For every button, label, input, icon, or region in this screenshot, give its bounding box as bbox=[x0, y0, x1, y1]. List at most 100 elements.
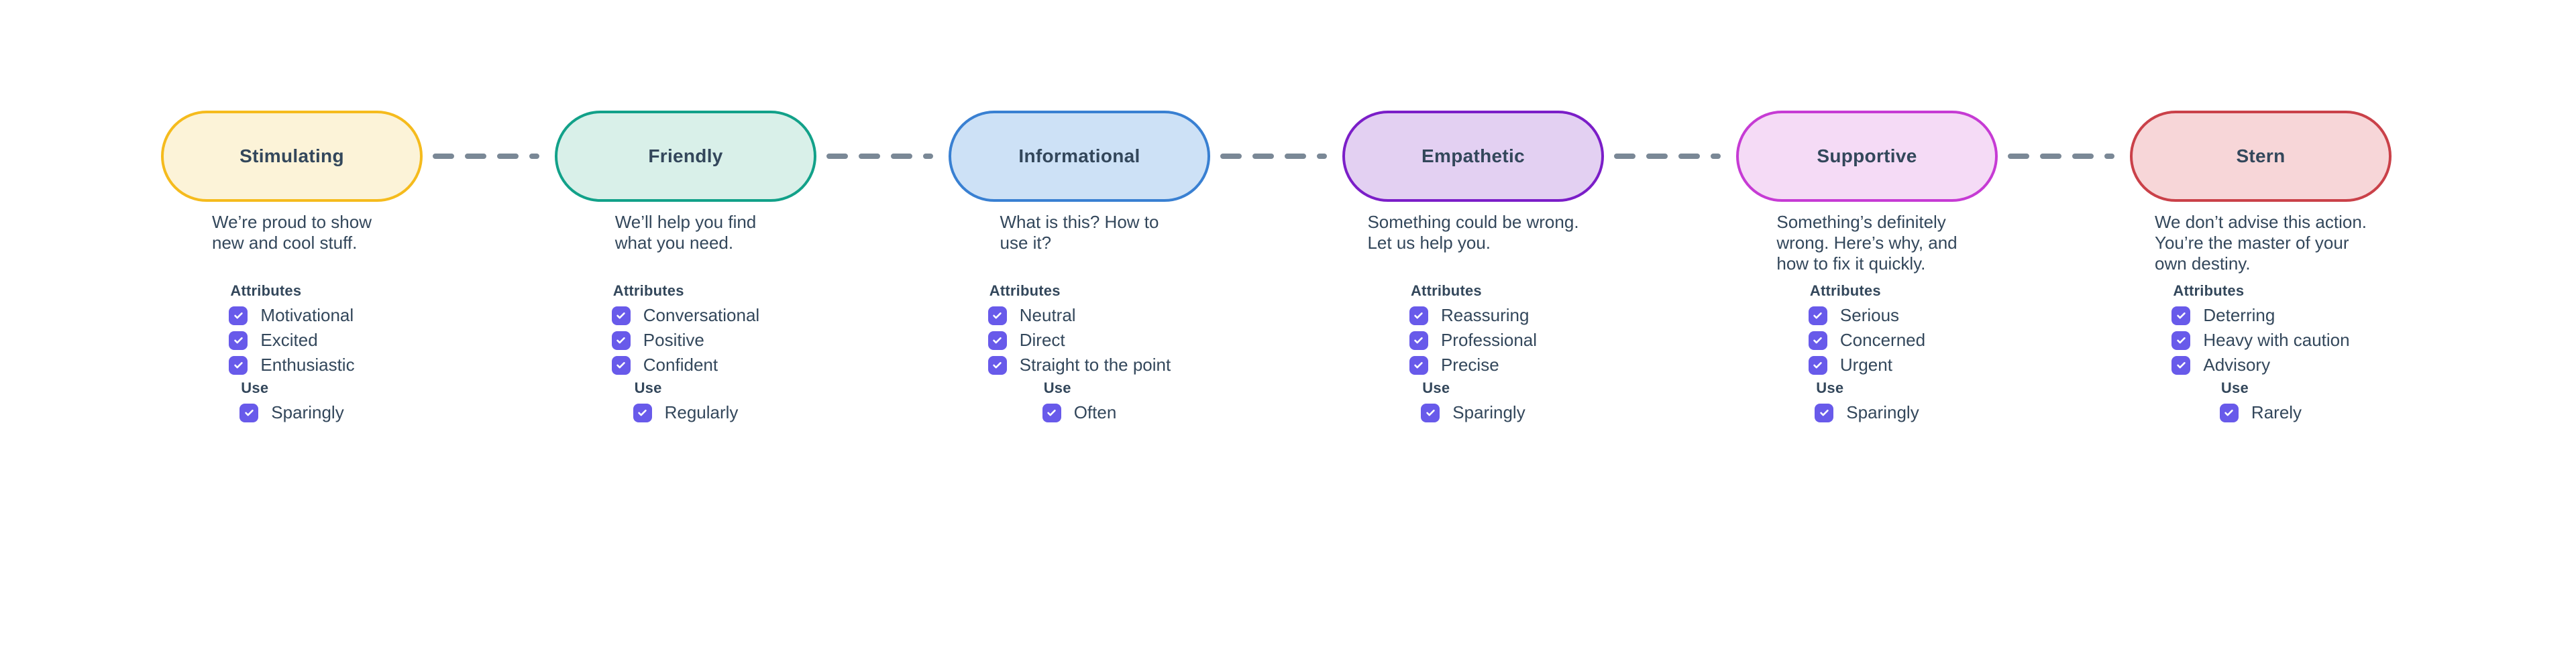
use-value-label: Regularly bbox=[664, 402, 739, 422]
checkbox-checked-icon[interactable] bbox=[239, 403, 259, 422]
tone-node: Empathetic bbox=[1342, 111, 1604, 202]
checkbox-checked-icon[interactable] bbox=[229, 355, 248, 375]
tone-node-label: Empathetic bbox=[1421, 145, 1525, 166]
attributes-section: Attributes Conversational Positive Confi… bbox=[555, 282, 816, 375]
tone-column: Stimulating We’re proud to show new and … bbox=[161, 111, 555, 426]
tone-description: We don’t advise this action. You’re the … bbox=[2154, 212, 2367, 274]
attribute-row: Direct bbox=[987, 330, 1171, 351]
attribute-label: Concerned bbox=[1839, 330, 1926, 350]
checkbox-checked-icon[interactable] bbox=[229, 331, 248, 350]
checkbox-checked-icon[interactable] bbox=[2219, 403, 2239, 422]
attribute-row: Straight to the point bbox=[987, 355, 1171, 375]
attributes-label: Attributes bbox=[612, 282, 684, 299]
use-value-label: Rarely bbox=[2251, 402, 2302, 422]
use-label: Use bbox=[241, 379, 269, 396]
tone-node: Supportive bbox=[1736, 111, 1998, 202]
checkbox-checked-icon[interactable] bbox=[611, 306, 631, 325]
checkbox-checked-icon[interactable] bbox=[633, 403, 652, 422]
attribute-label: Neutral bbox=[1019, 305, 1076, 325]
checkbox-checked-icon[interactable] bbox=[229, 306, 248, 325]
use-label: Use bbox=[1043, 379, 1071, 396]
use-section: Use Sparingly bbox=[1342, 379, 1604, 423]
use-row: Rarely bbox=[2219, 402, 2302, 423]
checkbox-checked-icon[interactable] bbox=[1808, 355, 1827, 375]
attributes-label: Attributes bbox=[1410, 282, 1482, 299]
connector-dashed-line bbox=[1220, 154, 1327, 159]
checkbox-checked-icon[interactable] bbox=[1808, 331, 1827, 350]
checkbox-checked-icon[interactable] bbox=[1409, 306, 1428, 325]
tone-description: What is this? How to use it? bbox=[1000, 212, 1159, 253]
checkbox-checked-icon[interactable] bbox=[2171, 306, 2191, 325]
use-row: Sparingly bbox=[239, 402, 344, 423]
checkbox-checked-icon[interactable] bbox=[1808, 306, 1827, 325]
attribute-label: Enthusiastic bbox=[260, 355, 355, 375]
tone-description: Something’s definitely wrong. Here’s why… bbox=[1776, 212, 1957, 274]
checkbox-checked-icon[interactable] bbox=[987, 355, 1007, 375]
attribute-label: Advisory bbox=[2203, 355, 2271, 375]
attribute-row: Motivational bbox=[229, 305, 354, 326]
checkbox-checked-icon[interactable] bbox=[2171, 355, 2191, 375]
use-row: Often bbox=[1042, 402, 1116, 423]
tone-description-wrap: Something’s definitely wrong. Here’s why… bbox=[1736, 212, 1998, 274]
use-value-label: Sparingly bbox=[1452, 402, 1525, 422]
checkbox-checked-icon[interactable] bbox=[611, 355, 631, 375]
tone-description-wrap: Something could be wrong. Let us help yo… bbox=[1342, 212, 1604, 253]
attribute-row: Conversational bbox=[611, 305, 759, 326]
tone-node: Informational bbox=[949, 111, 1210, 202]
attribute-label: Urgent bbox=[1839, 355, 1892, 375]
tone-node-label: Stimulating bbox=[239, 145, 344, 166]
checkbox-checked-icon[interactable] bbox=[1409, 355, 1428, 375]
connector-dashed-line bbox=[433, 154, 539, 159]
attribute-label: Deterring bbox=[2203, 305, 2275, 325]
tone-column: Empathetic Something could be wrong. Let… bbox=[1342, 111, 1736, 426]
attributes-label: Attributes bbox=[989, 282, 1061, 299]
tone-description-wrap: We’ll help you find what you need. bbox=[555, 212, 816, 253]
tone-description-wrap: We don’t advise this action. You’re the … bbox=[2130, 212, 2392, 274]
attribute-row: Confident bbox=[611, 355, 759, 375]
use-section: Use Rarely bbox=[2130, 379, 2392, 423]
use-row: Sparingly bbox=[1815, 402, 1919, 423]
tone-node-label: Friendly bbox=[648, 145, 723, 166]
checkbox-checked-icon[interactable] bbox=[1421, 403, 1440, 422]
checkbox-checked-icon[interactable] bbox=[987, 306, 1007, 325]
checkbox-checked-icon[interactable] bbox=[1042, 403, 1061, 422]
use-value-label: Sparingly bbox=[271, 402, 344, 422]
checkbox-checked-icon[interactable] bbox=[2171, 331, 2191, 350]
tone-column: Informational What is this? How to use i… bbox=[949, 111, 1342, 426]
attribute-label: Precise bbox=[1440, 355, 1499, 375]
attribute-row: Advisory bbox=[2171, 355, 2349, 375]
attribute-label: Heavy with caution bbox=[2203, 330, 2350, 350]
attribute-label: Reassuring bbox=[1440, 305, 1529, 325]
tone-description: We’ll help you find what you need. bbox=[614, 212, 757, 253]
attributes-label: Attributes bbox=[230, 282, 302, 299]
attributes-section: Attributes Motivational Excited Enthusia… bbox=[161, 282, 423, 375]
attribute-label: Confident bbox=[643, 355, 718, 375]
attribute-row: Deterring bbox=[2171, 305, 2349, 326]
connector-dashed-line bbox=[2008, 154, 2114, 159]
attribute-label: Straight to the point bbox=[1019, 355, 1171, 375]
checkbox-checked-icon[interactable] bbox=[1815, 403, 1834, 422]
attribute-row: Heavy with caution bbox=[2171, 330, 2350, 351]
use-value-label: Sparingly bbox=[1846, 402, 1919, 422]
attributes-label: Attributes bbox=[2173, 282, 2245, 299]
use-section: Use Regularly bbox=[555, 379, 816, 423]
tone-node-label: Informational bbox=[1018, 145, 1140, 166]
attribute-row: Enthusiastic bbox=[229, 355, 355, 375]
checkbox-checked-icon[interactable] bbox=[987, 331, 1007, 350]
checkbox-checked-icon[interactable] bbox=[1409, 331, 1428, 350]
tone-node-label: Supportive bbox=[1817, 145, 1917, 166]
attributes-section: Attributes Neutral Direct Straight to th… bbox=[949, 282, 1210, 375]
tone-description-wrap: What is this? How to use it? bbox=[949, 212, 1210, 253]
attribute-row: Excited bbox=[229, 330, 354, 351]
use-label: Use bbox=[2220, 379, 2249, 396]
checkbox-checked-icon[interactable] bbox=[611, 331, 631, 350]
use-label: Use bbox=[1816, 379, 1844, 396]
tone-column: Supportive Something’s definitely wrong.… bbox=[1736, 111, 2130, 426]
tone-diagram: Stimulating We’re proud to show new and … bbox=[161, 111, 2549, 426]
attribute-row: Concerned bbox=[1808, 330, 1926, 351]
attribute-row: Urgent bbox=[1808, 355, 1925, 375]
attribute-row: Professional bbox=[1409, 330, 1537, 351]
attribute-row: Serious bbox=[1808, 305, 1925, 326]
use-row: Regularly bbox=[633, 402, 739, 423]
use-section: Use Sparingly bbox=[1736, 379, 1998, 423]
